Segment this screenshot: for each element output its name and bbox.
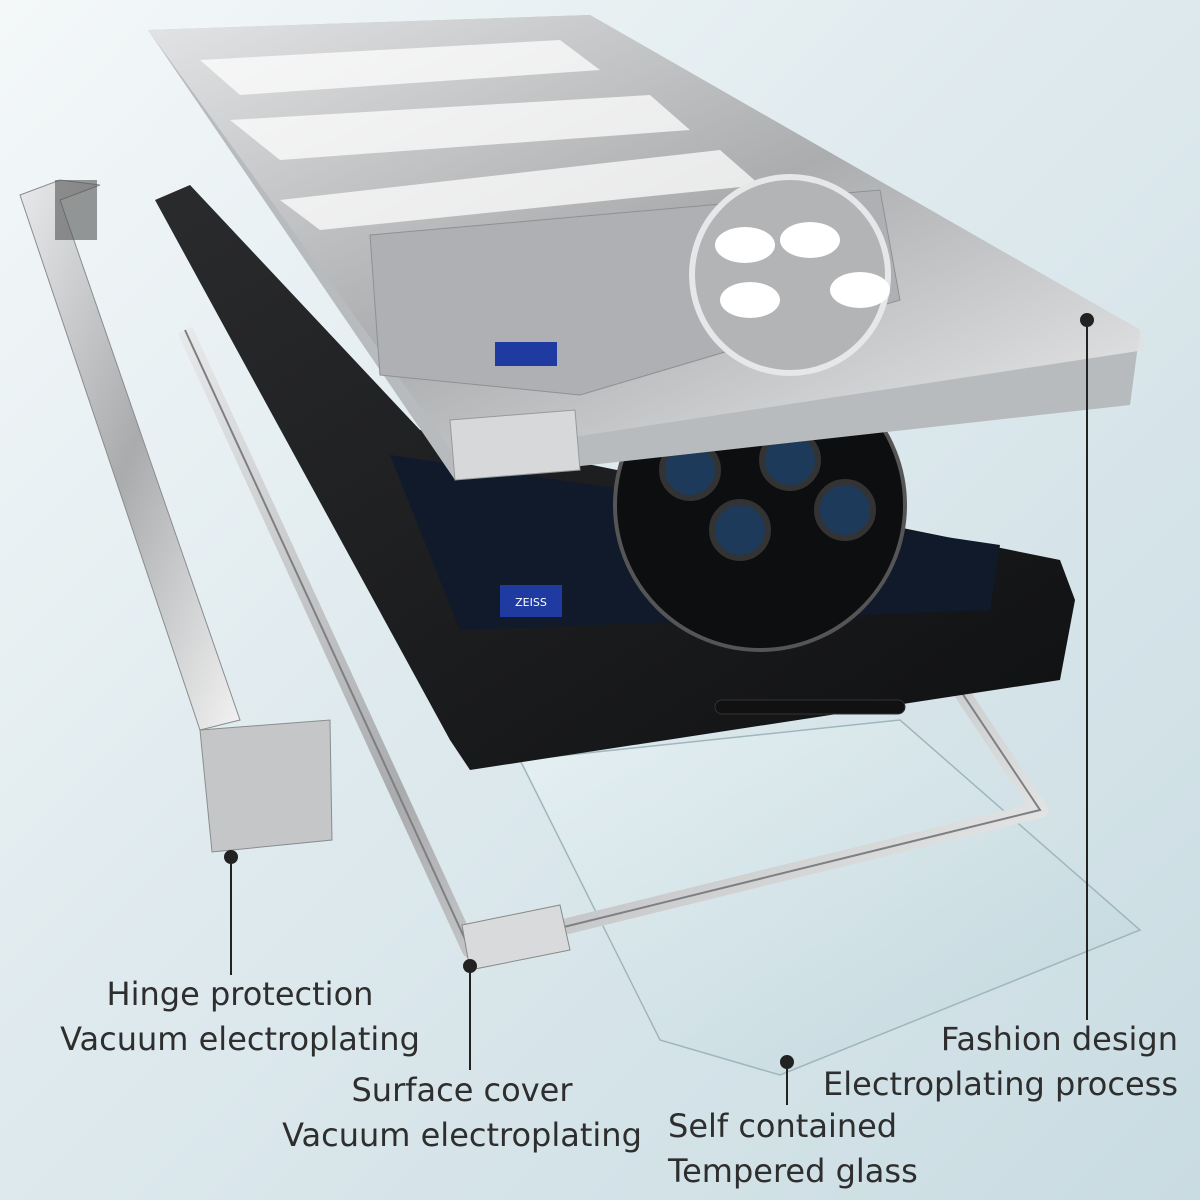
fashion-design-cover xyxy=(148,15,1145,481)
surface-cover-frame xyxy=(177,326,1048,971)
zeiss-badge-text: ZEISS xyxy=(515,596,547,609)
callout-surface: Surface cover Vacuum electroplating xyxy=(282,1068,642,1158)
callout-hinge-subtitle: Vacuum electroplating xyxy=(60,1020,420,1058)
callout-hinge-title: Hinge protection xyxy=(106,975,374,1013)
callout-glass-title: Self contained xyxy=(668,1107,898,1145)
callout-fashion-subtitle: Electroplating process xyxy=(823,1065,1178,1103)
callout-hinge: Hinge protection Vacuum electroplating xyxy=(60,972,420,1062)
callout-glass-subtitle: Tempered glass xyxy=(668,1152,918,1190)
zeiss-badge xyxy=(500,585,562,617)
callout-fashion: Fashion design Electroplating process xyxy=(823,1017,1178,1107)
callout-leaders xyxy=(224,313,1094,1105)
tempered-glass xyxy=(518,719,1142,1076)
hinge-protection-bar xyxy=(19,179,333,853)
callout-surface-title: Surface cover xyxy=(351,1071,573,1109)
callout-glass: Self contained Tempered glass xyxy=(668,1104,918,1194)
callout-surface-subtitle: Vacuum electroplating xyxy=(282,1116,642,1154)
callout-fashion-title: Fashion design xyxy=(940,1020,1178,1058)
